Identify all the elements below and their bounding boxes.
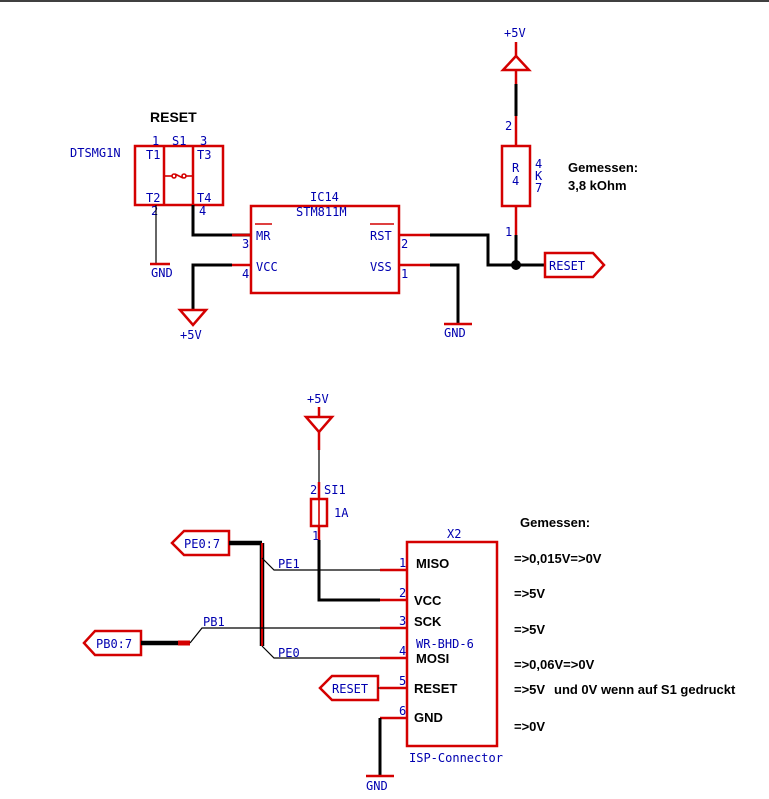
ic14-pin-vcc: VCC bbox=[256, 260, 278, 274]
connector-pin-sck: SCK bbox=[414, 614, 442, 629]
fuse-name: SI1 bbox=[324, 483, 346, 497]
measurement-mosi: =>0,06V=>0V bbox=[514, 657, 595, 672]
reset-switch: RESET DTSMG1N 1 S1 3 T1 T3 T2 T4 2 4 bbox=[70, 109, 225, 218]
connector-body bbox=[405, 540, 499, 748]
bus-flag-pe-label: PE0:7 bbox=[184, 537, 220, 551]
reset-flag-isp-label: RESET bbox=[332, 682, 368, 696]
wire-pb1 bbox=[189, 627, 380, 644]
gnd-switch-label: GND bbox=[151, 266, 173, 280]
connector-pin-2-num: 2 bbox=[399, 586, 406, 600]
fuse-si1: 2 SI1 1A 1 bbox=[309, 482, 349, 543]
connector-pin-mosi: MOSI bbox=[416, 651, 449, 666]
connector-pin-3-num: 3 bbox=[399, 614, 406, 628]
connector-label: ISP-Connector bbox=[409, 751, 503, 765]
wire-pe0 bbox=[261, 645, 380, 659]
connector-pin-1-num: 1 bbox=[399, 556, 406, 570]
wire-vcc bbox=[317, 540, 380, 602]
net-pe1: PE1 bbox=[278, 557, 300, 571]
switch-t4: T4 bbox=[197, 191, 211, 205]
wire-ic-vss bbox=[430, 263, 460, 324]
reset-title: RESET bbox=[150, 109, 197, 125]
wire-ic-vcc bbox=[191, 263, 232, 310]
measurement-reset-note: und 0V wenn auf S1 gedruckt bbox=[554, 682, 736, 697]
connector-pin-gnd: GND bbox=[414, 710, 443, 725]
reset-flag-top bbox=[543, 251, 606, 279]
ic14-pin-3-num: 3 bbox=[242, 237, 249, 251]
switch-t2: T2 bbox=[146, 191, 160, 205]
measurement-reset: =>5V bbox=[514, 682, 545, 697]
ic14-value: STM811M bbox=[296, 205, 347, 219]
resistor-value-a: 4 bbox=[535, 157, 542, 171]
fuse-pin-2: 2 bbox=[310, 483, 317, 497]
resistor-value-c: 7 bbox=[535, 181, 542, 195]
supply-isp-label: +5V bbox=[307, 392, 329, 406]
supply-ic-label: +5V bbox=[180, 328, 202, 342]
measurement-gnd: =>0V bbox=[514, 719, 545, 734]
switch-pin-4: 4 bbox=[199, 204, 206, 218]
switch-name: S1 bbox=[172, 134, 186, 148]
switch-pin-1: 1 bbox=[152, 134, 159, 148]
connector-x2: X2 WR-BHD-6 ISP-Connector 1 2 3 4 5 6 MI… bbox=[380, 527, 503, 765]
ic14-pin-2-num: 2 bbox=[401, 237, 408, 251]
connector-pin-6-num: 6 bbox=[399, 704, 406, 718]
switch-pin-3: 3 bbox=[200, 134, 207, 148]
switch-part: DTSMG1N bbox=[70, 146, 121, 160]
connector-name: X2 bbox=[447, 527, 461, 541]
net-pe0: PE0 bbox=[278, 646, 300, 660]
supply-top-label: +5V bbox=[504, 26, 526, 40]
resistor-pin-1: 1 bbox=[505, 225, 512, 239]
ic14-name: IC14 bbox=[310, 190, 339, 204]
net-pb1: PB1 bbox=[203, 615, 225, 629]
resistor-pin-2: 2 bbox=[505, 119, 512, 133]
switch-t3: T3 bbox=[197, 148, 211, 162]
reset-flag-top-label: RESET bbox=[549, 259, 585, 273]
resistor-r4: 2 1 R 4 4 K 7 bbox=[500, 116, 543, 239]
connector-type: WR-BHD-6 bbox=[416, 637, 474, 651]
bus-flag-pb-label: PB0:7 bbox=[96, 637, 132, 651]
resistor-name: R bbox=[512, 161, 520, 175]
ic14-pin-mr: MR bbox=[256, 229, 271, 243]
connector-pin-5-num: 5 bbox=[399, 674, 406, 688]
switch-pin-2: 2 bbox=[151, 204, 158, 218]
measured-title-top: Gemessen: bbox=[568, 160, 638, 175]
connector-pin-4-num: 4 bbox=[399, 644, 406, 658]
measurement-vcc: =>5V bbox=[514, 586, 545, 601]
gnd-isp-label: GND bbox=[366, 779, 388, 793]
ic14-pin-rst: RST bbox=[370, 229, 392, 243]
connector-pin-vcc: VCC bbox=[414, 593, 442, 608]
wire-switch-mr bbox=[191, 205, 250, 237]
connector-pin-miso: MISO bbox=[416, 556, 449, 571]
wire-rst bbox=[430, 233, 516, 267]
supply-symbol-isp bbox=[303, 415, 335, 434]
resistor-name-num: 4 bbox=[512, 174, 519, 188]
fuse-value: 1A bbox=[334, 506, 349, 520]
supply-symbol-top bbox=[500, 54, 532, 72]
resistor-value-b: K bbox=[535, 169, 543, 183]
measured-title-isp: Gemessen: bbox=[520, 515, 590, 530]
ic14-pin-1-num: 1 bbox=[401, 267, 408, 281]
gnd-ic-label: GND bbox=[444, 326, 466, 340]
switch-t1: T1 bbox=[146, 148, 160, 162]
fuse-pin-1: 1 bbox=[312, 529, 319, 543]
measurement-sck: =>5V bbox=[514, 622, 545, 637]
measurement-miso: =>0,015V=>0V bbox=[514, 551, 602, 566]
wire-pe1 bbox=[261, 557, 380, 571]
supply-symbol-ic bbox=[177, 308, 209, 327]
ic14: IC14 STM811M 3 MR 4 VCC 2 RST 1 VSS bbox=[232, 190, 430, 295]
ic14-pin-vss: VSS bbox=[370, 260, 392, 274]
measured-value-top: 3,8 kOhm bbox=[568, 178, 627, 193]
connector-pin-reset: RESET bbox=[414, 681, 457, 696]
ic14-pin-4-num: 4 bbox=[242, 267, 249, 281]
ic14-body bbox=[249, 204, 401, 295]
